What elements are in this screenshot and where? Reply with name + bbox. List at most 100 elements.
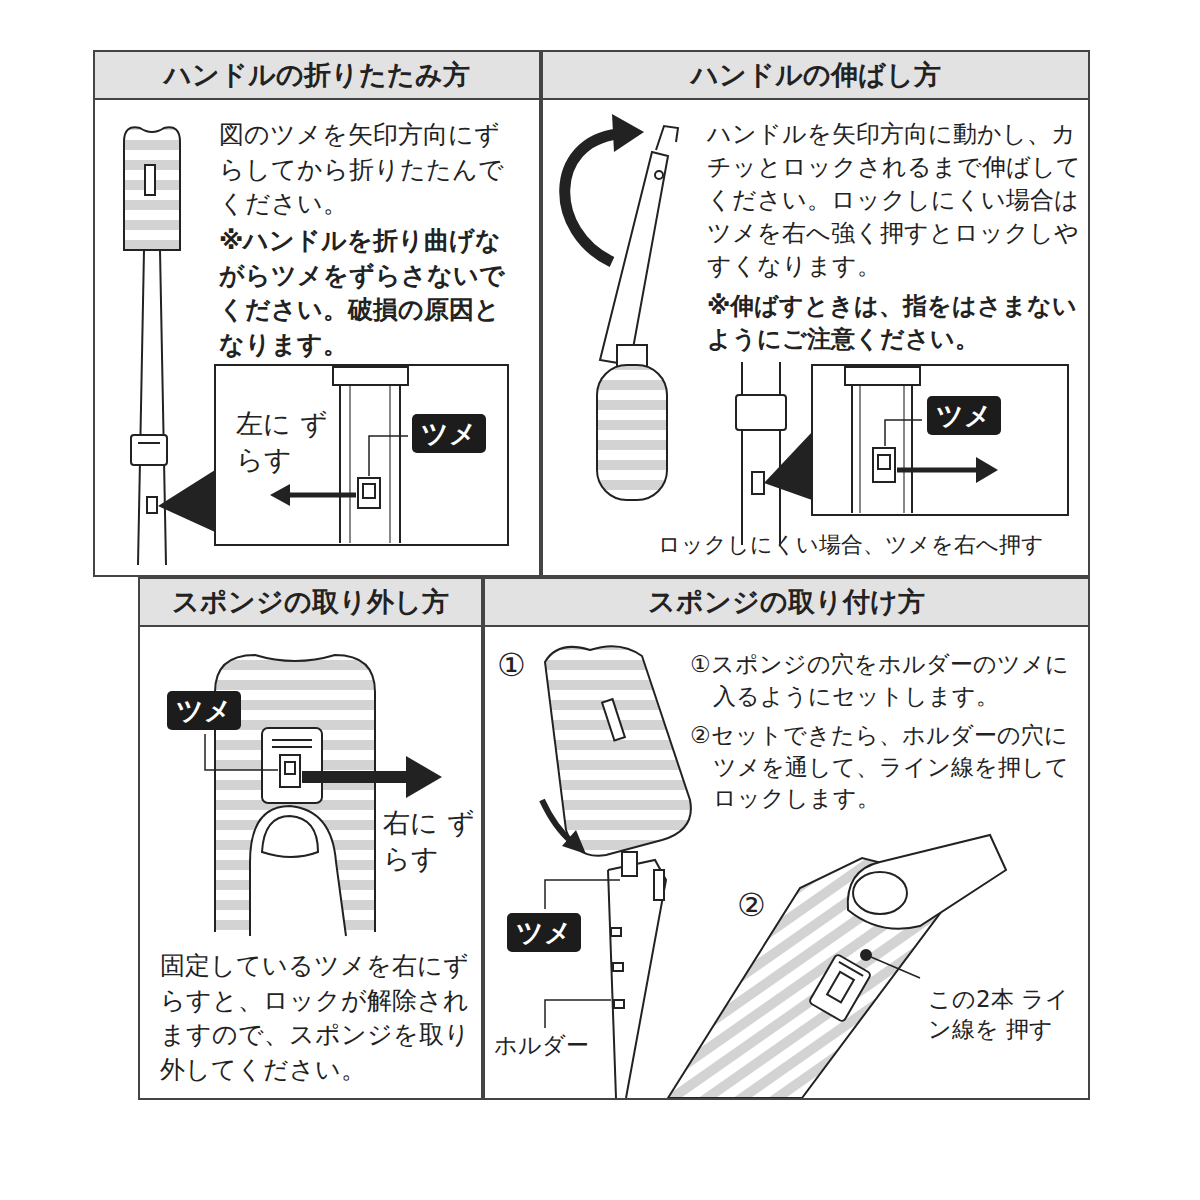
- sponge-attach: [853, 872, 907, 914]
- detail-inset: [389, 385, 391, 543]
- folded-tool: [565, 134, 618, 262]
- brush-tool: [160, 250, 166, 565]
- sponge-attach: [545, 880, 620, 909]
- detail-inset: [339, 367, 341, 543]
- panel-heading: スポンジの取り付け方: [485, 579, 1088, 627]
- hinge-detail: [897, 468, 978, 473]
- brush-tool: [145, 165, 155, 195]
- detail-inset: [333, 367, 408, 385]
- tag-text: ツメ: [936, 398, 992, 433]
- sponge-removal: [262, 728, 322, 803]
- tag-text: ツメ: [421, 416, 477, 451]
- detail-inset: [215, 365, 508, 545]
- sponge-attach: [608, 870, 616, 1098]
- tag-text: ツメ: [516, 915, 572, 950]
- callout-label: 左に ずらす: [236, 406, 328, 477]
- sponge-removal: [272, 739, 312, 741]
- brush-tool: [158, 470, 215, 532]
- hinge-detail: [859, 385, 861, 513]
- brush-tool: [138, 250, 144, 565]
- instruction-text: ①スポンジの穴をホルダーのツメに入るようにセットします。: [690, 649, 1085, 712]
- sponge-attach: [622, 852, 637, 876]
- claw-tag: ツメ: [507, 913, 581, 952]
- hinge-detail: [736, 362, 1068, 545]
- detail-inset: [349, 385, 351, 543]
- sponge-attach: [848, 835, 1006, 929]
- sponge-attach: [542, 800, 572, 842]
- sponge-attach: [545, 646, 691, 856]
- sponge-removal: [302, 771, 408, 783]
- brush-tool: [124, 127, 215, 565]
- hinge-detail: [976, 457, 998, 483]
- folded-tool: [600, 152, 668, 365]
- panel-heading: スポンジの取り外し方: [140, 579, 481, 627]
- hinge-detail: [885, 420, 922, 446]
- instruction-panel: ハンドルの伸ばし方ハンドルを矢印方向に動かし、カチッとロックされるまで伸ばしてく…: [541, 50, 1090, 577]
- instruction-panel: ハンドルの折りたたみ方図のツメを矢印方向にずらしてから折りたたんでください。※ハ…: [93, 50, 541, 577]
- step-number: ②: [737, 884, 781, 926]
- instruction-text: 図のツメを矢印方向にずらしてから折りたたんでください。: [219, 118, 519, 222]
- folded-tool: [612, 114, 644, 152]
- sponge-removal: [250, 806, 346, 936]
- sponge-attach: [668, 858, 950, 1098]
- detail-inset: [363, 484, 375, 498]
- folded-tool: [655, 171, 663, 179]
- sponge-attach: [545, 1000, 611, 1028]
- brush-tool: [124, 127, 180, 250]
- sponge-attach: [611, 928, 621, 936]
- folded-tool: [565, 114, 678, 500]
- folded-tool: [656, 126, 678, 150]
- sponge-removal: [205, 734, 278, 770]
- detail-inset: [399, 367, 401, 543]
- instruction-text: ②セットできたら、ホルダーの穴にツメを通して、ライン線を押してロックします。: [690, 720, 1085, 815]
- detail-inset: [288, 493, 356, 498]
- sponge-attach: [562, 830, 586, 854]
- callout-label: この2本 ライン線を 押す: [928, 984, 1070, 1045]
- hinge-detail: [873, 448, 895, 482]
- hinge-detail: [779, 362, 781, 545]
- sponge-removal: [280, 755, 300, 787]
- hinge-detail: [812, 365, 1068, 515]
- hinge-detail: [878, 455, 890, 469]
- instruction-text: ハンドルを矢印方向に動かし、カチッとロックされるまで伸ばしてください。ロックしに…: [707, 118, 1092, 284]
- detail-inset: [215, 365, 508, 545]
- panel-heading: ハンドルの伸ばし方: [543, 52, 1088, 100]
- sponge-attach: [614, 1000, 624, 1008]
- tag-text: ツメ: [176, 693, 232, 728]
- claw-tag: ツメ: [927, 396, 1001, 435]
- hinge-detail: [736, 395, 786, 430]
- sponge-removal: [285, 762, 295, 774]
- hinge-detail: [851, 367, 853, 513]
- detail-inset: [270, 484, 290, 506]
- detail-inset: [369, 436, 408, 476]
- instruction-panel: スポンジの取り外し方固定しているツメを右にずらすと、ロックが解除されますので、ス…: [138, 577, 483, 1100]
- detail-inset: [358, 478, 380, 508]
- sponge-removal: [272, 746, 312, 748]
- step-number: ①: [497, 644, 541, 686]
- sponge-attach: [608, 860, 666, 1098]
- callout-label: 右に ずらす: [383, 805, 475, 876]
- sponge-attach: [827, 972, 854, 1003]
- sponge-removal: [262, 816, 318, 857]
- hinge-detail: [752, 472, 764, 494]
- claw-tag: ツメ: [167, 691, 241, 730]
- hinge-detail: [764, 432, 812, 500]
- folded-tool: [597, 365, 667, 500]
- callout-label: ホルダー: [494, 1030, 614, 1060]
- instruction-text: ※ハンドルを折り曲げながらツメをずらさないでください。破損の原因となります。: [219, 224, 519, 362]
- sponge-attach: [613, 963, 623, 971]
- hinge-detail: [903, 385, 905, 513]
- sponge-attach: [654, 870, 664, 900]
- sponge-attach: [809, 954, 872, 1022]
- brush-tool: [131, 435, 167, 465]
- hinge-detail: [911, 367, 913, 513]
- hinge-detail: [845, 367, 920, 385]
- sponge-attach: [602, 699, 625, 740]
- brush-tool: [147, 497, 157, 513]
- instruction-text: ※伸ばすときは、指をはさまないようにご注意ください。: [707, 290, 1092, 356]
- hinge-detail: [741, 362, 743, 545]
- sponge-attach: [871, 957, 920, 978]
- panel-heading: ハンドルの折りたたみ方: [95, 52, 539, 100]
- sponge-attach: [809, 954, 872, 1022]
- sponge-removal: [406, 756, 442, 798]
